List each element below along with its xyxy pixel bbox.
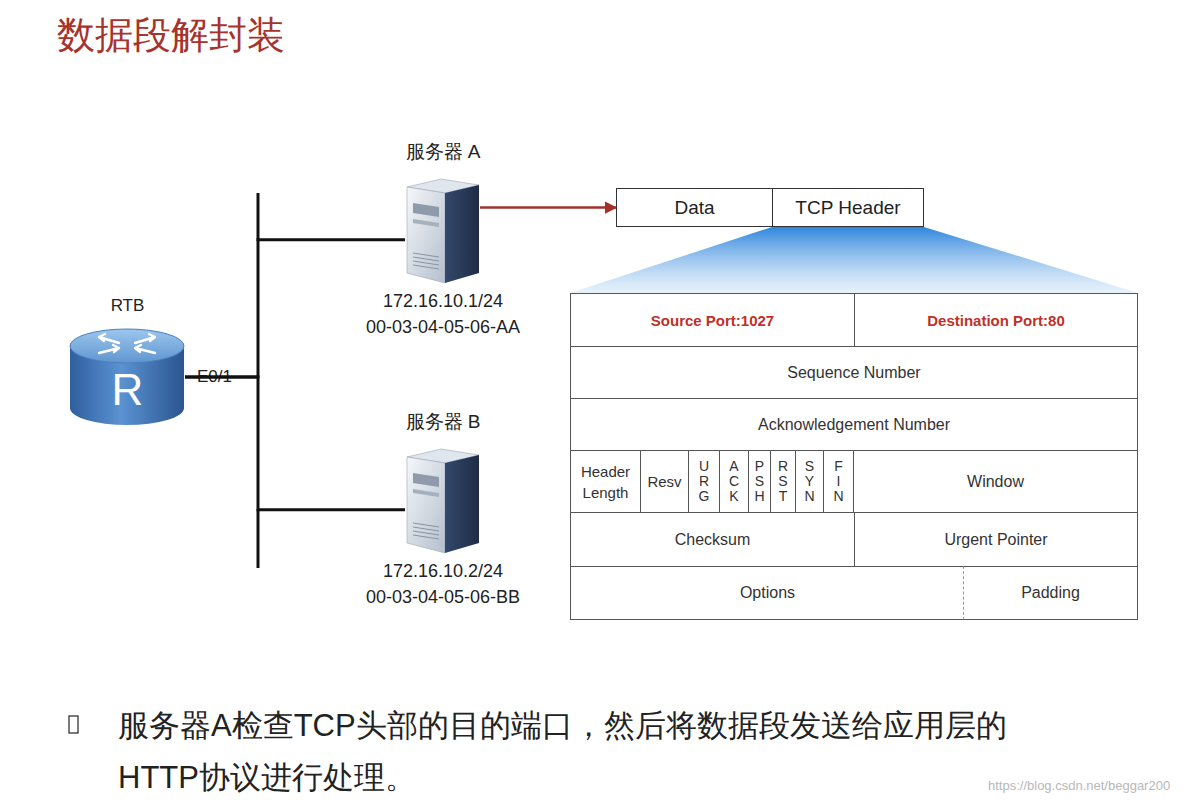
field-name: Acknowledgement Number xyxy=(758,416,950,434)
field-name: S Y N xyxy=(804,459,816,504)
watermark: https://blog.csdn.net/beggar200 xyxy=(988,778,1170,793)
field-cell: Acknowledgement Number xyxy=(570,398,1138,451)
router-icon xyxy=(70,329,184,425)
router-arrows xyxy=(99,334,155,353)
server-node: 服务器 A172.16.10.1/2400-03-04-05-06-AA xyxy=(405,175,480,283)
field-name: U R G xyxy=(698,459,710,504)
data-box: Data xyxy=(616,188,773,227)
router-arrow xyxy=(99,345,119,353)
field-name: Urgent Pointer xyxy=(944,531,1047,549)
bullet-mark xyxy=(69,716,78,733)
router-arrow xyxy=(135,334,155,343)
field-name: Sequence Number xyxy=(787,364,920,382)
node-text: RTB xyxy=(70,296,185,316)
field-cell: Destination Port:80 xyxy=(854,293,1138,347)
node-text: 172.16.10.2/24 xyxy=(343,561,543,582)
field-cell: A C K xyxy=(719,450,749,513)
bus-line xyxy=(257,193,260,241)
node-text: 00-03-04-05-06-BB xyxy=(343,587,543,608)
field-cell: Source Port:1027 xyxy=(570,293,855,347)
field-cell: Options xyxy=(570,566,964,620)
field-name: P S H xyxy=(754,459,766,504)
node-text: R xyxy=(70,368,185,412)
slide-title: 数据段解封装 xyxy=(57,10,285,61)
node-text: 服务器 A xyxy=(343,139,543,165)
router-arrow xyxy=(99,334,119,343)
field-cell: Urgent Pointer xyxy=(854,512,1138,567)
field-cell: Resv xyxy=(640,450,689,513)
field-name: A C K xyxy=(728,459,740,504)
port-label: E0/1 xyxy=(197,367,232,387)
field-cell: R S T xyxy=(770,450,796,513)
field-name: Padding xyxy=(1021,584,1080,602)
field-cell: Header Length xyxy=(570,450,641,513)
projection-fan xyxy=(570,227,1138,293)
node-text: 服务器 B xyxy=(343,409,543,435)
field-cell: P S H xyxy=(748,450,771,513)
node-text: Data xyxy=(674,197,714,219)
node-text: TCP Header xyxy=(795,197,900,219)
field-name: Destination Port:80 xyxy=(927,312,1065,329)
field-cell: S Y N xyxy=(795,450,824,513)
bus-line xyxy=(257,509,260,568)
server-icon xyxy=(407,179,479,283)
router-node: RTBR xyxy=(70,328,185,426)
field-cell: Sequence Number xyxy=(570,346,1138,399)
field-name: R S T xyxy=(777,459,789,504)
router-top xyxy=(70,329,184,363)
caption-text: 服务器A检查TCP头部的目的端口，然后将数据段发送给应用层的 HTTP协议进行处… xyxy=(118,700,1048,802)
header-box: TCP Header xyxy=(772,188,924,227)
bus-connector xyxy=(185,240,405,377)
server-icon xyxy=(407,449,479,553)
field-name: Header Length xyxy=(575,461,637,503)
field-name: F I N xyxy=(833,459,845,504)
field-name: Checksum xyxy=(675,531,751,549)
field-cell: Checksum xyxy=(570,512,855,567)
field-cell: Padding xyxy=(963,566,1138,620)
router-arrow xyxy=(135,345,155,353)
field-cell: U R G xyxy=(688,450,720,513)
field-name: Options xyxy=(740,584,795,602)
field-name: Source Port:1027 xyxy=(651,312,774,329)
field-name: Resv xyxy=(647,473,681,490)
bus-connector xyxy=(185,377,405,510)
arrow-connector xyxy=(480,206,616,209)
field-name: Window xyxy=(967,473,1024,491)
field-cell: Window xyxy=(853,450,1138,513)
server-node: 服务器 B172.16.10.2/2400-03-04-05-06-BB xyxy=(405,445,480,553)
node-text: 172.16.10.1/24 xyxy=(343,291,543,312)
node-text: 00-03-04-05-06-AA xyxy=(343,317,543,338)
field-cell: F I N xyxy=(823,450,854,513)
